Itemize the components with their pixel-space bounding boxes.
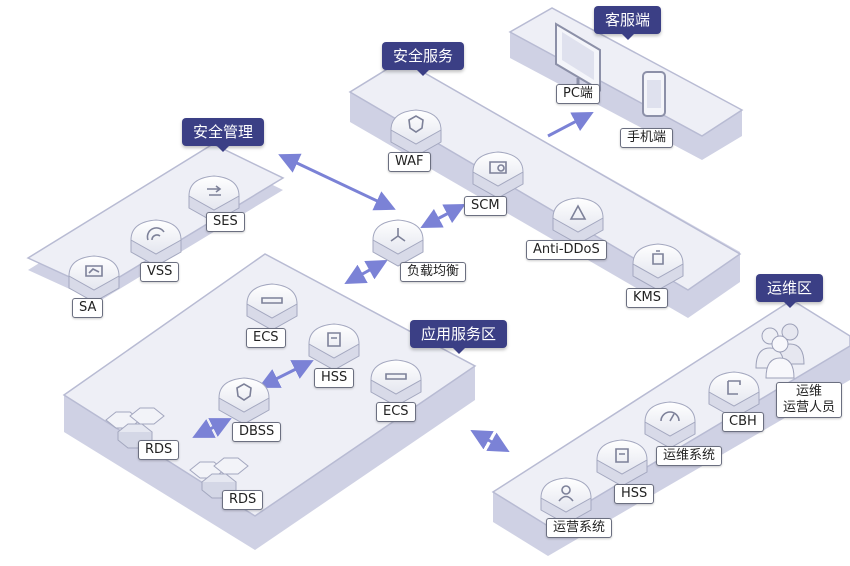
node-label-rds-2: RDS: [222, 490, 264, 510]
arrow-dbss-hss: [258, 360, 314, 388]
zone-title-application: 应用服务区: [410, 320, 508, 354]
node-label-hss-ops: HSS: [614, 484, 655, 504]
operating-system-server-icon: [540, 477, 592, 525]
anti-ddos-server-icon: [552, 197, 604, 245]
ops-system-server-icon: [644, 401, 696, 449]
ecs-top-server-icon: [246, 283, 298, 331]
node-label-ops-staff: 运维 运营人员: [776, 382, 843, 418]
node-label-ses: SES: [206, 212, 245, 232]
arrow-scm-client: [547, 112, 594, 138]
arrow-rds-dbss: [192, 418, 232, 438]
node-label-ecs-top: ECS: [246, 328, 286, 348]
arrow-mgmt-lb: [278, 153, 396, 211]
node-label-anti-ddos: Anti-DDoS: [526, 240, 607, 260]
hss-app-server-icon: [308, 323, 360, 371]
kms-server-icon: [632, 243, 684, 291]
arrow-lb-app: [344, 259, 388, 285]
dbss-server-icon: [218, 377, 270, 425]
sa-server-icon: [68, 255, 120, 303]
people-icon: [755, 323, 805, 379]
node-label-kms: KMS: [626, 288, 668, 308]
waf-server-icon: [390, 109, 442, 157]
node-label-dbss: DBSS: [232, 422, 282, 442]
node-label-rds-1: RDS: [138, 440, 180, 460]
scm-server-icon: [472, 151, 524, 199]
node-label-waf: WAF: [388, 152, 431, 172]
zone-title-security-management: 安全管理: [182, 118, 265, 152]
node-label-cbh: CBH: [722, 412, 764, 432]
node-label-ops-staff-line2: 运营人员: [783, 400, 836, 415]
node-label-ops-staff-line1: 运维: [796, 384, 823, 399]
zone-title-security-services: 安全服务: [382, 42, 465, 76]
node-label-ops-system: 运维系统: [656, 446, 723, 466]
node-label-mobile: 手机端: [620, 128, 674, 148]
node-label-vss: VSS: [140, 262, 180, 282]
vss-server-icon: [130, 219, 182, 267]
node-label-hss-app: HSS: [314, 368, 355, 388]
node-label-operating-system: 运营系统: [546, 518, 613, 538]
mobile-phone-icon: [642, 71, 666, 117]
zone-title-operations: 运维区: [756, 274, 824, 308]
node-label-sa: SA: [72, 298, 104, 318]
zone-title-client: 客服端: [594, 6, 662, 40]
hss-ops-server-icon: [596, 439, 648, 487]
load-balancer-icon: [372, 219, 424, 267]
arrow-app-ops: [470, 429, 510, 453]
arrow-lb-scm: [420, 204, 466, 228]
node-label-scm: SCM: [464, 196, 507, 216]
ecs-mid-server-icon: [370, 359, 422, 407]
cbh-server-icon: [708, 371, 760, 419]
node-label-ecs-mid: ECS: [376, 402, 416, 422]
ses-server-icon: [188, 175, 240, 223]
node-label-pc: PC端: [556, 84, 600, 104]
node-label-load-balancer: 负载均衡: [400, 262, 467, 282]
